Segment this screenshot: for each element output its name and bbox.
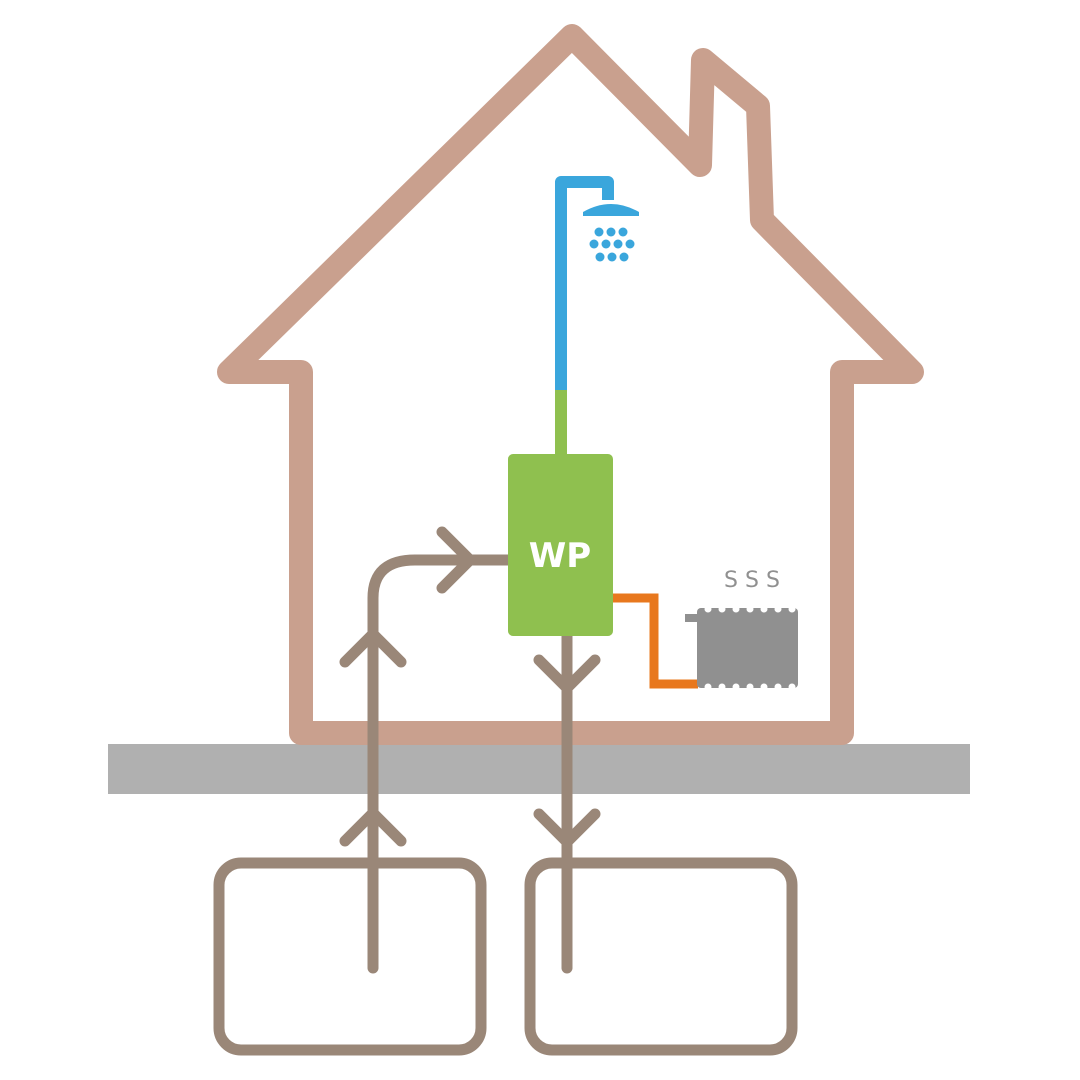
flow-arrow-icon (339, 628, 407, 668)
heating-pipe (612, 593, 698, 689)
flow-arrow-icon (436, 526, 476, 594)
heat-pump-unit (508, 454, 613, 636)
heat-pump-label: WP (529, 536, 591, 576)
ground-loop-box-right (524, 857, 798, 1056)
supply-pipe (367, 554, 516, 974)
shower-icon (583, 204, 639, 262)
radiator-icon (685, 605, 798, 691)
flow-arrow-icon (533, 654, 601, 694)
radiator-steam: S S S (724, 568, 780, 593)
shower-pipe-blue (555, 176, 614, 390)
flow-arrow-icon (339, 807, 407, 847)
ground-band (108, 744, 970, 794)
flow-arrow-icon (533, 808, 601, 848)
house-outline (217, 24, 924, 745)
ground-loop-box-left (213, 857, 487, 1056)
